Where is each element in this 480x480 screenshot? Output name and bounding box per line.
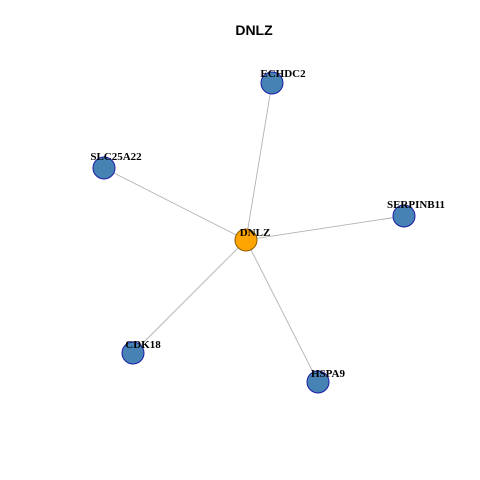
node-circle-cdk18[interactable]	[121, 341, 145, 365]
node-cdk18[interactable]: CDK18	[121, 339, 161, 365]
node-echdc2[interactable]: ECHDC2	[260, 68, 306, 95]
node-label-dnlz: DNLZ	[240, 227, 271, 239]
diagram-title: DNLZ	[235, 22, 273, 38]
node-circle-hspa9[interactable]	[306, 370, 330, 394]
edges-layer	[103, 82, 405, 383]
edge-dnlz-hspa9	[245, 239, 319, 383]
edge-dnlz-cdk18	[132, 239, 247, 354]
edge-dnlz-echdc2	[245, 82, 273, 241]
node-label-serpinb11: SERPINB11	[387, 199, 445, 211]
edge-dnlz-serpinb11	[245, 215, 405, 241]
node-dnlz[interactable]: DNLZ	[234, 227, 271, 252]
node-circle-slc25a22[interactable]	[92, 156, 116, 180]
node-circle-serpinb11[interactable]	[392, 204, 416, 228]
node-slc25a22[interactable]: SLC25A22	[90, 151, 142, 180]
node-label-echdc2: ECHDC2	[260, 68, 306, 80]
node-label-hspa9: HSPA9	[311, 368, 346, 380]
node-hspa9[interactable]: HSPA9	[306, 368, 346, 394]
node-label-cdk18: CDK18	[125, 339, 161, 351]
node-label-slc25a22: SLC25A22	[90, 151, 142, 163]
node-circle-dnlz[interactable]	[234, 228, 258, 252]
node-serpinb11[interactable]: SERPINB11	[387, 199, 445, 228]
edge-dnlz-slc25a22	[103, 167, 247, 241]
node-circle-echdc2[interactable]	[260, 71, 284, 95]
